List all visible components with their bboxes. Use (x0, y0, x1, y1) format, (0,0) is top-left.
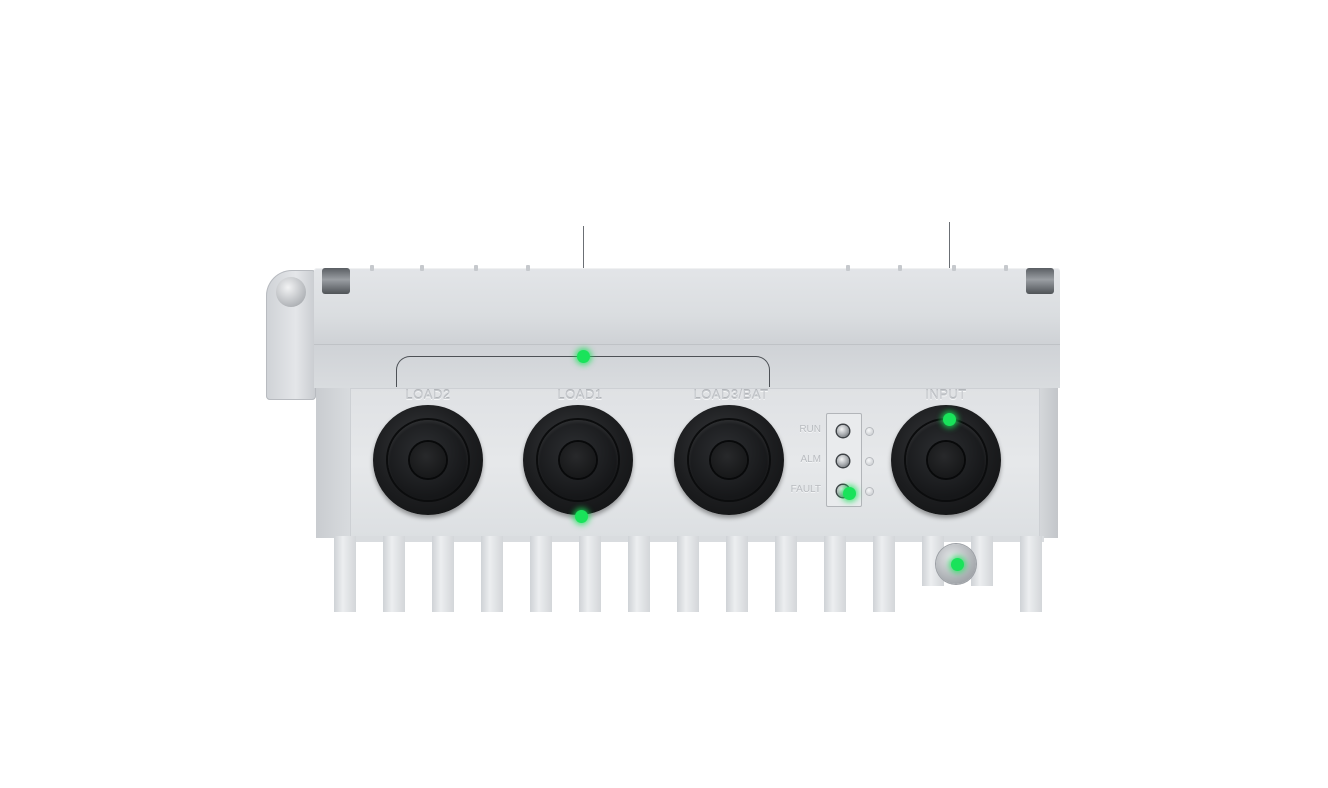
lid-rib (846, 265, 850, 271)
heatsink-fin (334, 536, 356, 612)
led-label-fault: FAULT (790, 484, 821, 495)
heatsink-fin (775, 536, 797, 612)
heatsink-fins (334, 536, 1044, 612)
lid-screw-right-icon (1026, 268, 1054, 294)
enclosure-lid (314, 268, 1060, 348)
hotspot-lid[interactable] (576, 349, 590, 363)
cable-gland-input-icon[interactable] (891, 405, 1001, 515)
port-label-load2: LOAD2 (405, 387, 451, 402)
hotspot-input[interactable] (942, 412, 956, 426)
port-label-load1: LOAD1 (557, 387, 603, 402)
heatsink-fin (824, 536, 846, 612)
hotspot-load1[interactable] (574, 509, 588, 523)
heatsink-fin (677, 536, 699, 612)
lid-rib (952, 265, 956, 271)
port-label-load3-bat: LOAD3/BAT (693, 387, 769, 402)
lid-rib (1004, 265, 1008, 271)
port-label-input: INPUT (925, 387, 967, 402)
led-run-status-icon (865, 427, 873, 435)
led-run-icon (837, 425, 849, 437)
led-fault-status-icon (865, 487, 873, 495)
lid-rib (898, 265, 902, 271)
heatsink-fin (726, 536, 748, 612)
heatsink-fin (971, 536, 993, 586)
led-label-run: RUN (799, 424, 821, 435)
heatsink-fin (1020, 536, 1042, 612)
led-label-alm: ALM (800, 454, 821, 465)
led-alm-icon (837, 455, 849, 467)
heatsink-fin (579, 536, 601, 612)
cable-gland-load1-icon[interactable] (523, 405, 633, 515)
hinge-pin-icon (276, 277, 306, 307)
heatsink-fin (530, 536, 552, 612)
heatsink-fin (481, 536, 503, 612)
heatsink-fin (873, 536, 895, 612)
cable-gland-load3-bat-icon[interactable] (674, 405, 784, 515)
heatsink-fin (383, 536, 405, 612)
led-alm-status-icon (865, 457, 873, 465)
heatsink-fin (628, 536, 650, 612)
lid-screw-left-icon (322, 268, 350, 294)
lid-rib (370, 265, 374, 271)
hotspot-led-panel[interactable] (842, 486, 856, 500)
heatsink-fin (432, 536, 454, 612)
cable-gland-load2-icon[interactable] (373, 405, 483, 515)
lid-rib (420, 265, 424, 271)
enclosure-side-left (316, 388, 350, 538)
lid-lip (314, 344, 1060, 388)
lid-rib (526, 265, 530, 271)
lid-rib (474, 265, 478, 271)
enclosure-side-right (1040, 388, 1058, 538)
hotspot-ground[interactable] (950, 557, 964, 571)
